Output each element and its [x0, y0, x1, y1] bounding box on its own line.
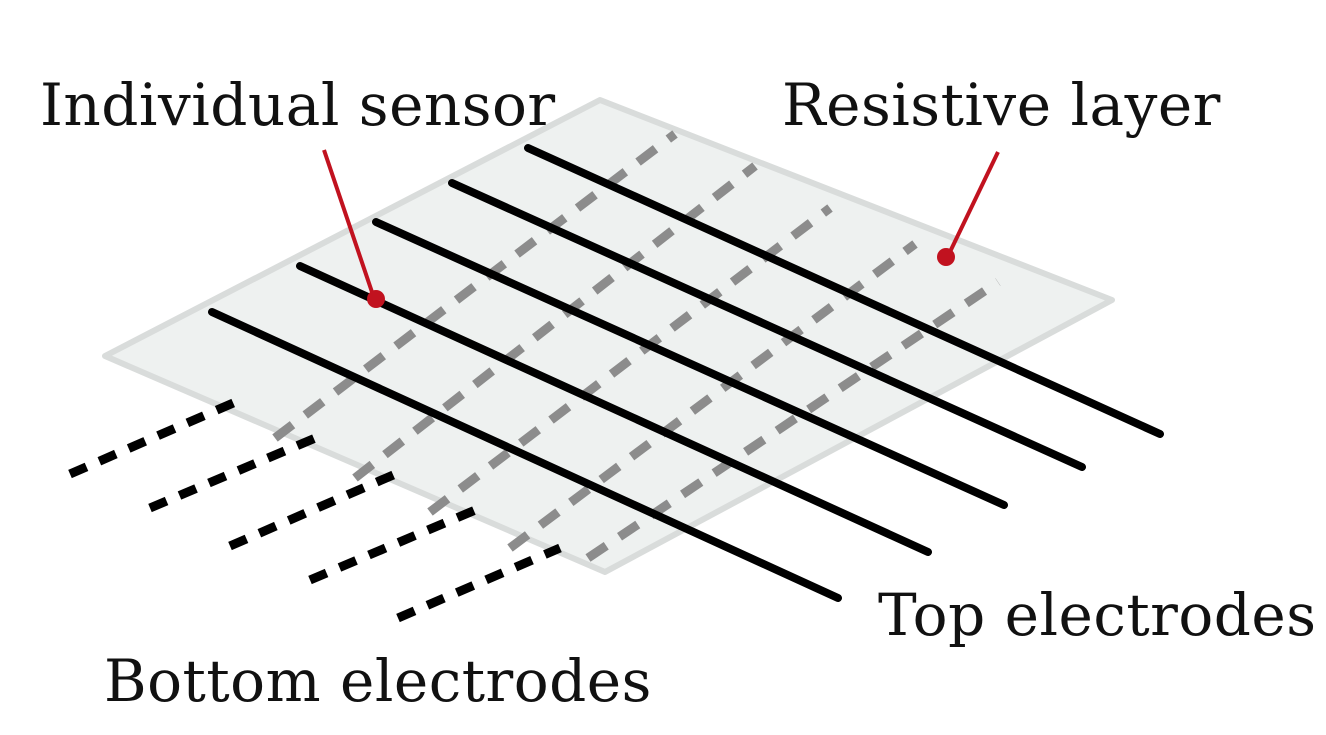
bottom-electrode-2-outside: [148, 431, 322, 513]
individual-sensor-callout: [322, 149, 385, 308]
bottom-electrode-1-outside: [68, 395, 242, 479]
bottom-electrode-5-outside: [396, 543, 562, 623]
top-electrodes: [208, 144, 1164, 602]
resistive-layer-leader: [946, 151, 1000, 257]
individual-sensor-leader: [322, 149, 376, 299]
resistive-layer-dot: [937, 248, 955, 266]
top-electrode-1: [524, 144, 1164, 438]
top-electrodes-label: Top electrodes: [878, 581, 1317, 649]
top-electrode-3: [372, 218, 1008, 509]
bottom-electrodes-label: Bottom electrodes: [104, 647, 652, 715]
resistive-layer-label: Resistive layer: [782, 71, 1221, 139]
top-electrode-4: [296, 262, 932, 556]
individual-sensor-dot: [367, 290, 385, 308]
resistive-layer-sheet: [102, 97, 1115, 575]
top-electrode-2: [448, 179, 1086, 471]
bottom-electrode-3-outside: [228, 467, 402, 551]
individual-sensor-label: Individual sensor: [40, 71, 556, 139]
top-electrode-5: [208, 308, 842, 602]
resistive-layer-callout: [937, 151, 1000, 266]
bottom-electrode-4-outside: [308, 503, 482, 585]
